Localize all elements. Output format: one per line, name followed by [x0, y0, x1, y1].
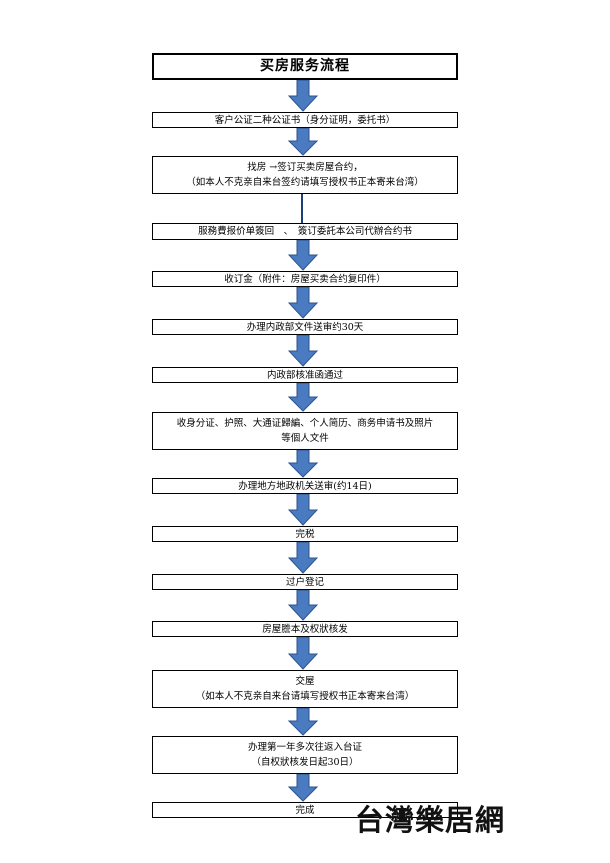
title-text: 买房服务流程 — [260, 58, 350, 74]
step-2-line-1: 找房 →签订买卖房屋合约， — [247, 162, 363, 173]
step-6-line-1: 内政部核准函通过 — [266, 369, 343, 381]
step-1-line-1: 客户公证二种公证书（身分证明，委托书） — [214, 114, 396, 126]
step-box-14: 完成 — [152, 802, 458, 818]
down-arrow-icon — [288, 383, 318, 412]
step-14-line-1: 完成 — [295, 804, 315, 816]
step-box-11: 房屋謄本及权狀核发 — [152, 621, 458, 637]
step-box-3: 服務費报价单簽回 、 簽订委託本公司代辦合约书 — [152, 223, 458, 240]
step-box-7: 收身分证、护照、大通证歸編、个人简历、商务申请书及照片 等個人文件 — [152, 412, 458, 450]
step-3-line-1: 服務費报价单簽回 、 簽订委託本公司代辦合约书 — [198, 226, 412, 237]
down-arrow-icon — [288, 542, 318, 574]
down-arrow-icon — [288, 637, 318, 670]
down-arrow-icon — [288, 450, 318, 478]
step-box-9: 完税 — [152, 526, 458, 542]
step-box-12: 交屋 （如本人不克亲自来台请填写授权书正本寄来台湾） — [152, 670, 458, 708]
step-box-4: 收订金（附件：房屋买卖合约复印件） — [152, 271, 458, 287]
step-8-line-1: 办理地方地政机关送审(约14日) — [238, 480, 372, 492]
down-arrow-icon — [288, 708, 318, 736]
step-7-line-2: 等個人文件 — [281, 433, 329, 444]
step-2-line-2: （如本人不克亲自来台签约请填写授权书正本寄来台湾） — [186, 177, 424, 188]
step-box-6: 内政部核准函通过 — [152, 367, 458, 383]
down-arrow-icon — [288, 128, 318, 156]
down-arrow-icon — [288, 774, 318, 802]
step-box-13: 办理第一年多次往返入台证 （自权狀核发日起30日） — [152, 736, 458, 774]
step-box-8: 办理地方地政机关送审(约14日) — [152, 478, 458, 494]
down-arrow-icon — [288, 590, 318, 621]
step-box-5: 办理内政部文件送审约30天 — [152, 319, 458, 335]
step-13-line-2: （自权狀核发日起30日） — [251, 757, 359, 768]
connector-line — [301, 194, 303, 223]
down-arrow-icon — [288, 494, 318, 526]
step-4-line-1: 收订金（附件：房屋买卖合约复印件） — [224, 273, 386, 285]
step-5-line-1: 办理内政部文件送审约30天 — [246, 321, 364, 333]
step-box-10: 过户登记 — [152, 574, 458, 590]
step-11-line-1: 房屋謄本及权狀核发 — [262, 623, 348, 635]
step-12-line-2: （如本人不克亲自来台请填写授权书正本寄来台湾） — [195, 691, 415, 702]
flowchart-title: 买房服务流程 — [152, 53, 458, 80]
step-box-1: 客户公证二种公证书（身分证明，委托书） — [152, 112, 458, 128]
step-box-2: 找房 →签订买卖房屋合约， （如本人不克亲自来台签约请填写授权书正本寄来台湾） — [152, 156, 458, 194]
down-arrow-icon — [288, 80, 318, 112]
step-13-line-1: 办理第一年多次往返入台证 — [247, 742, 362, 753]
step-12-line-1: 交屋 — [295, 676, 315, 687]
down-arrow-icon — [288, 335, 318, 367]
down-arrow-icon — [288, 287, 318, 319]
step-7-line-1: 收身分证、护照、大通证歸編、个人简历、商务申请书及照片 — [176, 418, 434, 429]
step-9-line-1: 完税 — [295, 528, 315, 540]
step-10-line-1: 过户登记 — [285, 576, 324, 588]
down-arrow-icon — [288, 240, 318, 271]
site-logo: 台灣樂居網 — [355, 803, 506, 837]
